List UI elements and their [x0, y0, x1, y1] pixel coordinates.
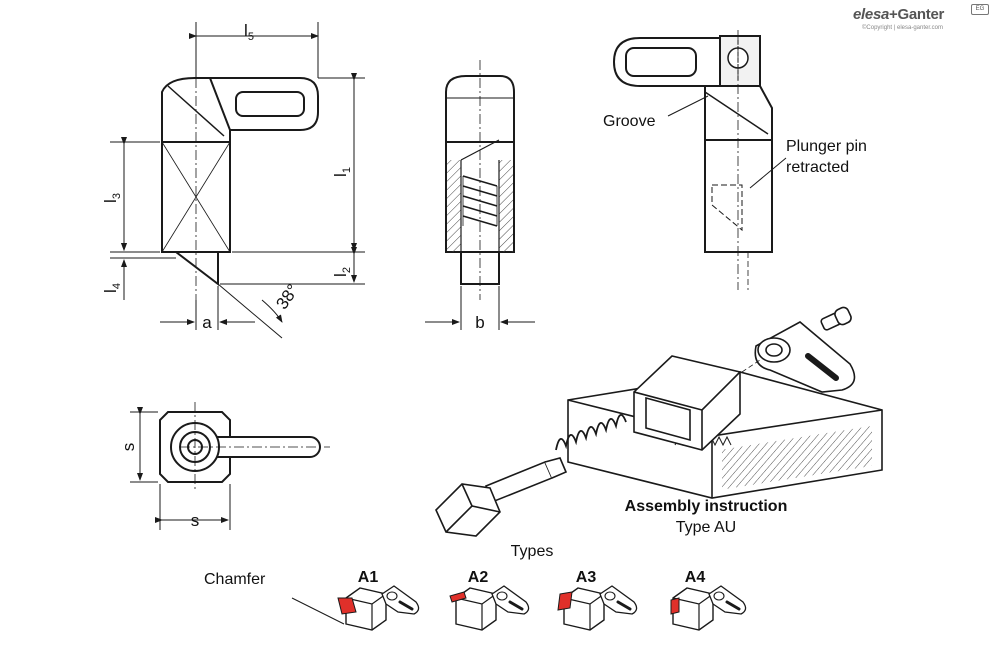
assembly-type: Type AU — [676, 519, 736, 536]
label-chamfer: Chamfer — [204, 571, 266, 588]
brand-badge: EG — [971, 4, 989, 15]
dim-angle: 38° — [272, 281, 302, 313]
type-chamfer-red — [557, 591, 573, 611]
dim-l5: l — [244, 21, 248, 40]
dim-l4: l — [101, 289, 120, 293]
dim-s-vertical: s — [119, 443, 138, 452]
retracted-view-leaders — [667, 95, 787, 189]
type-body — [563, 587, 605, 631]
svg-text:l2: l2 — [331, 267, 353, 277]
dim-a: a — [202, 313, 212, 332]
label-plunger-line1: Plunger pin — [786, 138, 867, 155]
type-label: A3 — [576, 569, 597, 586]
type-body — [672, 587, 714, 631]
svg-text:l3: l3 — [101, 193, 123, 203]
top-view-dimensions — [130, 407, 231, 530]
brand-logo: elesa+Ganter — [853, 6, 944, 23]
type-chamfer-red — [670, 597, 680, 615]
type-body — [345, 587, 387, 631]
front-view-dimensions — [110, 22, 365, 339]
brand-name-elesa: elesa — [853, 6, 890, 23]
side-view-dimensions — [425, 286, 535, 330]
dim-l2: l — [331, 273, 350, 277]
svg-text:l4: l4 — [101, 283, 123, 293]
brand-name-ganter: +Ganter — [889, 6, 945, 23]
dim-l3: l — [101, 199, 120, 203]
svg-text:l1: l1 — [331, 167, 353, 177]
types-row: A1 A2 A3 A4 — [337, 569, 747, 631]
label-groove: Groove — [603, 113, 656, 130]
front-view — [161, 60, 319, 300]
brand-copyright: ©Copyright | elesa-ganter.com — [862, 25, 944, 31]
type-label: A1 — [358, 569, 379, 586]
type-a2: A2 — [449, 569, 530, 631]
assembly-illustration — [435, 306, 883, 537]
type-label: A2 — [468, 569, 489, 586]
type-a3: A3 — [557, 569, 638, 631]
dim-b: b — [475, 313, 484, 332]
retracted-view — [612, 30, 773, 290]
type-chamfer-red — [337, 597, 357, 615]
type-chamfer-red — [449, 591, 467, 603]
dim-s-horizontal: s — [191, 511, 200, 530]
types-heading: Types — [511, 543, 554, 560]
dim-l1: l — [331, 173, 350, 177]
type-a4: A4 — [670, 569, 747, 631]
type-label: A4 — [685, 569, 706, 586]
side-section-view — [445, 60, 515, 300]
label-plunger-line2: retracted — [786, 159, 849, 176]
top-view — [159, 402, 330, 492]
chamfer-leader — [291, 597, 345, 625]
assembly-title: Assembly instruction — [625, 498, 788, 515]
type-a1: A1 — [337, 569, 420, 631]
svg-text:l5: l5 — [244, 21, 254, 43]
